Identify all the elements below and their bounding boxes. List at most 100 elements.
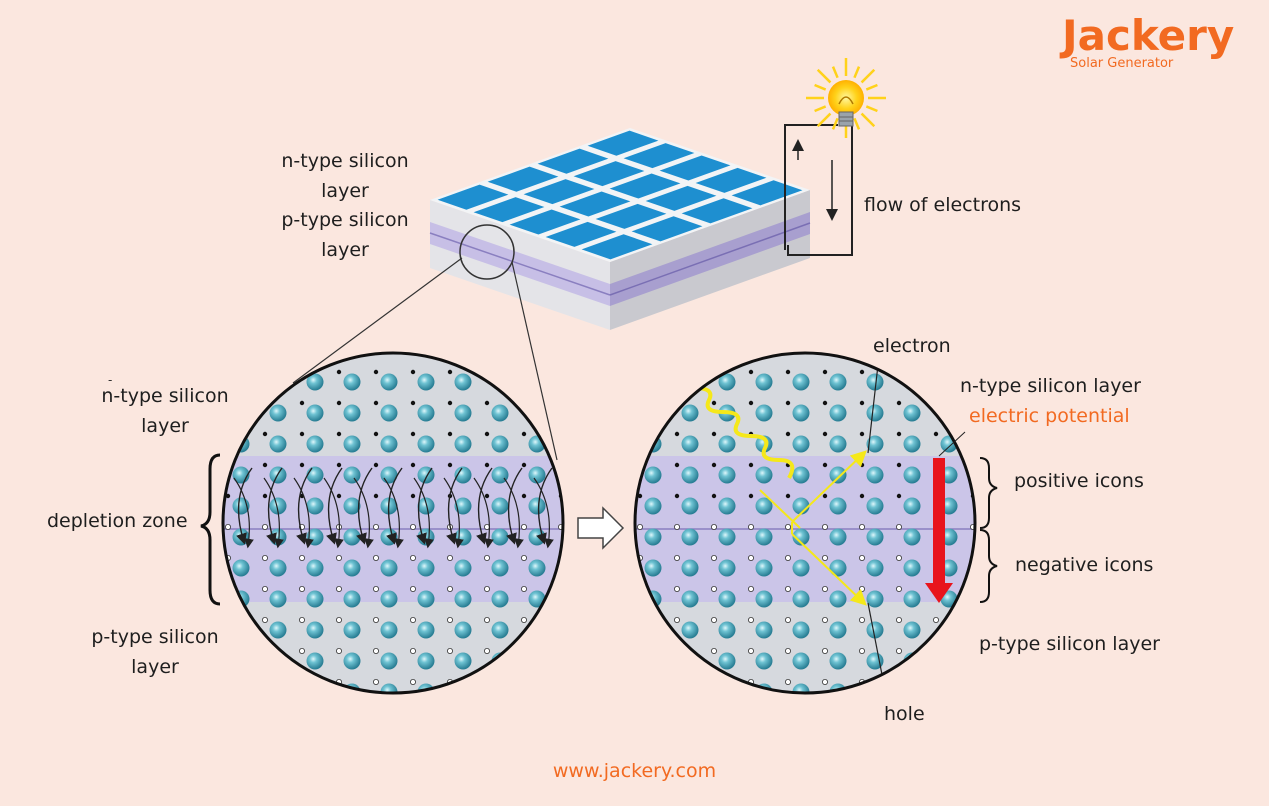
diffusion-arrow (503, 477, 524, 549)
silicon-atom (491, 528, 509, 546)
solar-cell (537, 148, 609, 174)
silicon-atom (306, 497, 324, 515)
silicon-atom (528, 373, 546, 391)
silicon-atom (903, 466, 921, 484)
zoom-line-left (292, 257, 463, 384)
potential-leader (938, 431, 966, 457)
logo-wordmark: Jackery (1062, 11, 1235, 60)
diffusion-arrow (263, 477, 284, 549)
silicon-atom (866, 528, 884, 546)
silicon-atom (566, 374, 583, 391)
silicon-atom (903, 683, 921, 693)
silicon-atom (269, 590, 287, 608)
silicon-atom (454, 373, 472, 391)
silicon-atom (718, 466, 736, 484)
silicon-atom (866, 621, 884, 639)
silicon-atom (380, 373, 398, 391)
solar-cell (545, 221, 617, 247)
silicon-atom (718, 528, 736, 546)
silicon-atom (454, 652, 472, 670)
silicon-atom (681, 466, 699, 484)
silicon-atom (566, 591, 583, 608)
silicon-atom (978, 684, 995, 701)
hole-path (791, 533, 867, 606)
silicon-atom (528, 683, 546, 693)
silicon-atom (454, 466, 472, 484)
diffusion-arrow (323, 477, 344, 549)
silicon-atom (417, 528, 435, 546)
zoom-lens (459, 224, 515, 280)
silicon-atom (269, 435, 287, 453)
silicon-atom (528, 497, 546, 515)
silicon-atom (417, 404, 435, 422)
solar-cell (559, 191, 631, 217)
diffusion-arrow (413, 477, 434, 549)
electron-label: electron (873, 335, 951, 357)
silicon-atom (829, 404, 847, 422)
diffusion-arrow (326, 467, 343, 545)
silicon-atom (491, 590, 509, 608)
silicon-atom (566, 622, 583, 639)
right-ptype-label: p-type silicon layer (979, 633, 1160, 655)
silicon-atom (792, 497, 810, 515)
silicon-atom (718, 373, 736, 391)
diffusion-arrow (536, 467, 553, 545)
silicon-atom (644, 466, 662, 484)
silicon-atom (792, 590, 810, 608)
silicon-atom (306, 683, 324, 693)
silicon-atom (792, 652, 810, 670)
left-magnified-view (221, 351, 583, 695)
silicon-atom (306, 466, 324, 484)
silicon-atom (417, 652, 435, 670)
solar-cell (509, 209, 581, 235)
silicon-atom (940, 683, 958, 693)
silicon-atom (903, 404, 921, 422)
silicon-atom (755, 590, 773, 608)
silicon-atom (343, 621, 361, 639)
silicon-atom (491, 559, 509, 577)
solar-cell (581, 234, 653, 260)
silicon-atom (528, 559, 546, 577)
silicon-atom (528, 652, 546, 670)
diffusion-arrow (416, 467, 433, 545)
silicon-atom (417, 435, 435, 453)
silicon-atom (755, 373, 773, 391)
silicon-atom (681, 528, 699, 546)
silicon-atom (343, 559, 361, 577)
silicon-atom (755, 497, 773, 515)
silicon-atom (343, 404, 361, 422)
diffusion-arrow (353, 477, 374, 549)
silicon-atom (644, 404, 662, 422)
silicon-atom (380, 590, 398, 608)
silicon-atom (454, 590, 472, 608)
logo-tagline: Solar Generator (1070, 56, 1174, 71)
silicon-atom (755, 435, 773, 453)
panel-ptype-label: p-type silicon layer (281, 209, 409, 261)
right-magnified-view (633, 351, 995, 701)
diffusion-arrow (564, 478, 579, 546)
svg-text:-: - (108, 373, 112, 387)
silicon-atom (681, 404, 699, 422)
silicon-atom (269, 683, 287, 693)
silicon-atom (306, 373, 324, 391)
silicon-atom (454, 528, 472, 546)
solar-cell (695, 167, 767, 193)
solar-cell (595, 203, 667, 229)
silicon-atom (269, 559, 287, 577)
silicon-atom (718, 435, 736, 453)
jackery-logo: Jackery Solar Generator (1062, 11, 1252, 72)
silicon-atom (829, 497, 847, 515)
silicon-atom (232, 652, 250, 670)
silicon-atom (755, 466, 773, 484)
solar-cell (587, 130, 659, 156)
silicon-atom (978, 498, 995, 515)
silicon-atom (681, 683, 699, 693)
silicon-atom (644, 652, 662, 670)
diffusion-arrow (293, 477, 314, 549)
silicon-atom (792, 528, 810, 546)
silicon-atom (343, 652, 361, 670)
right-ntype-label: n-type silicon layer (960, 375, 1141, 397)
silicon-atom (644, 559, 662, 577)
silicon-atom (792, 373, 810, 391)
silicon-atom (491, 435, 509, 453)
